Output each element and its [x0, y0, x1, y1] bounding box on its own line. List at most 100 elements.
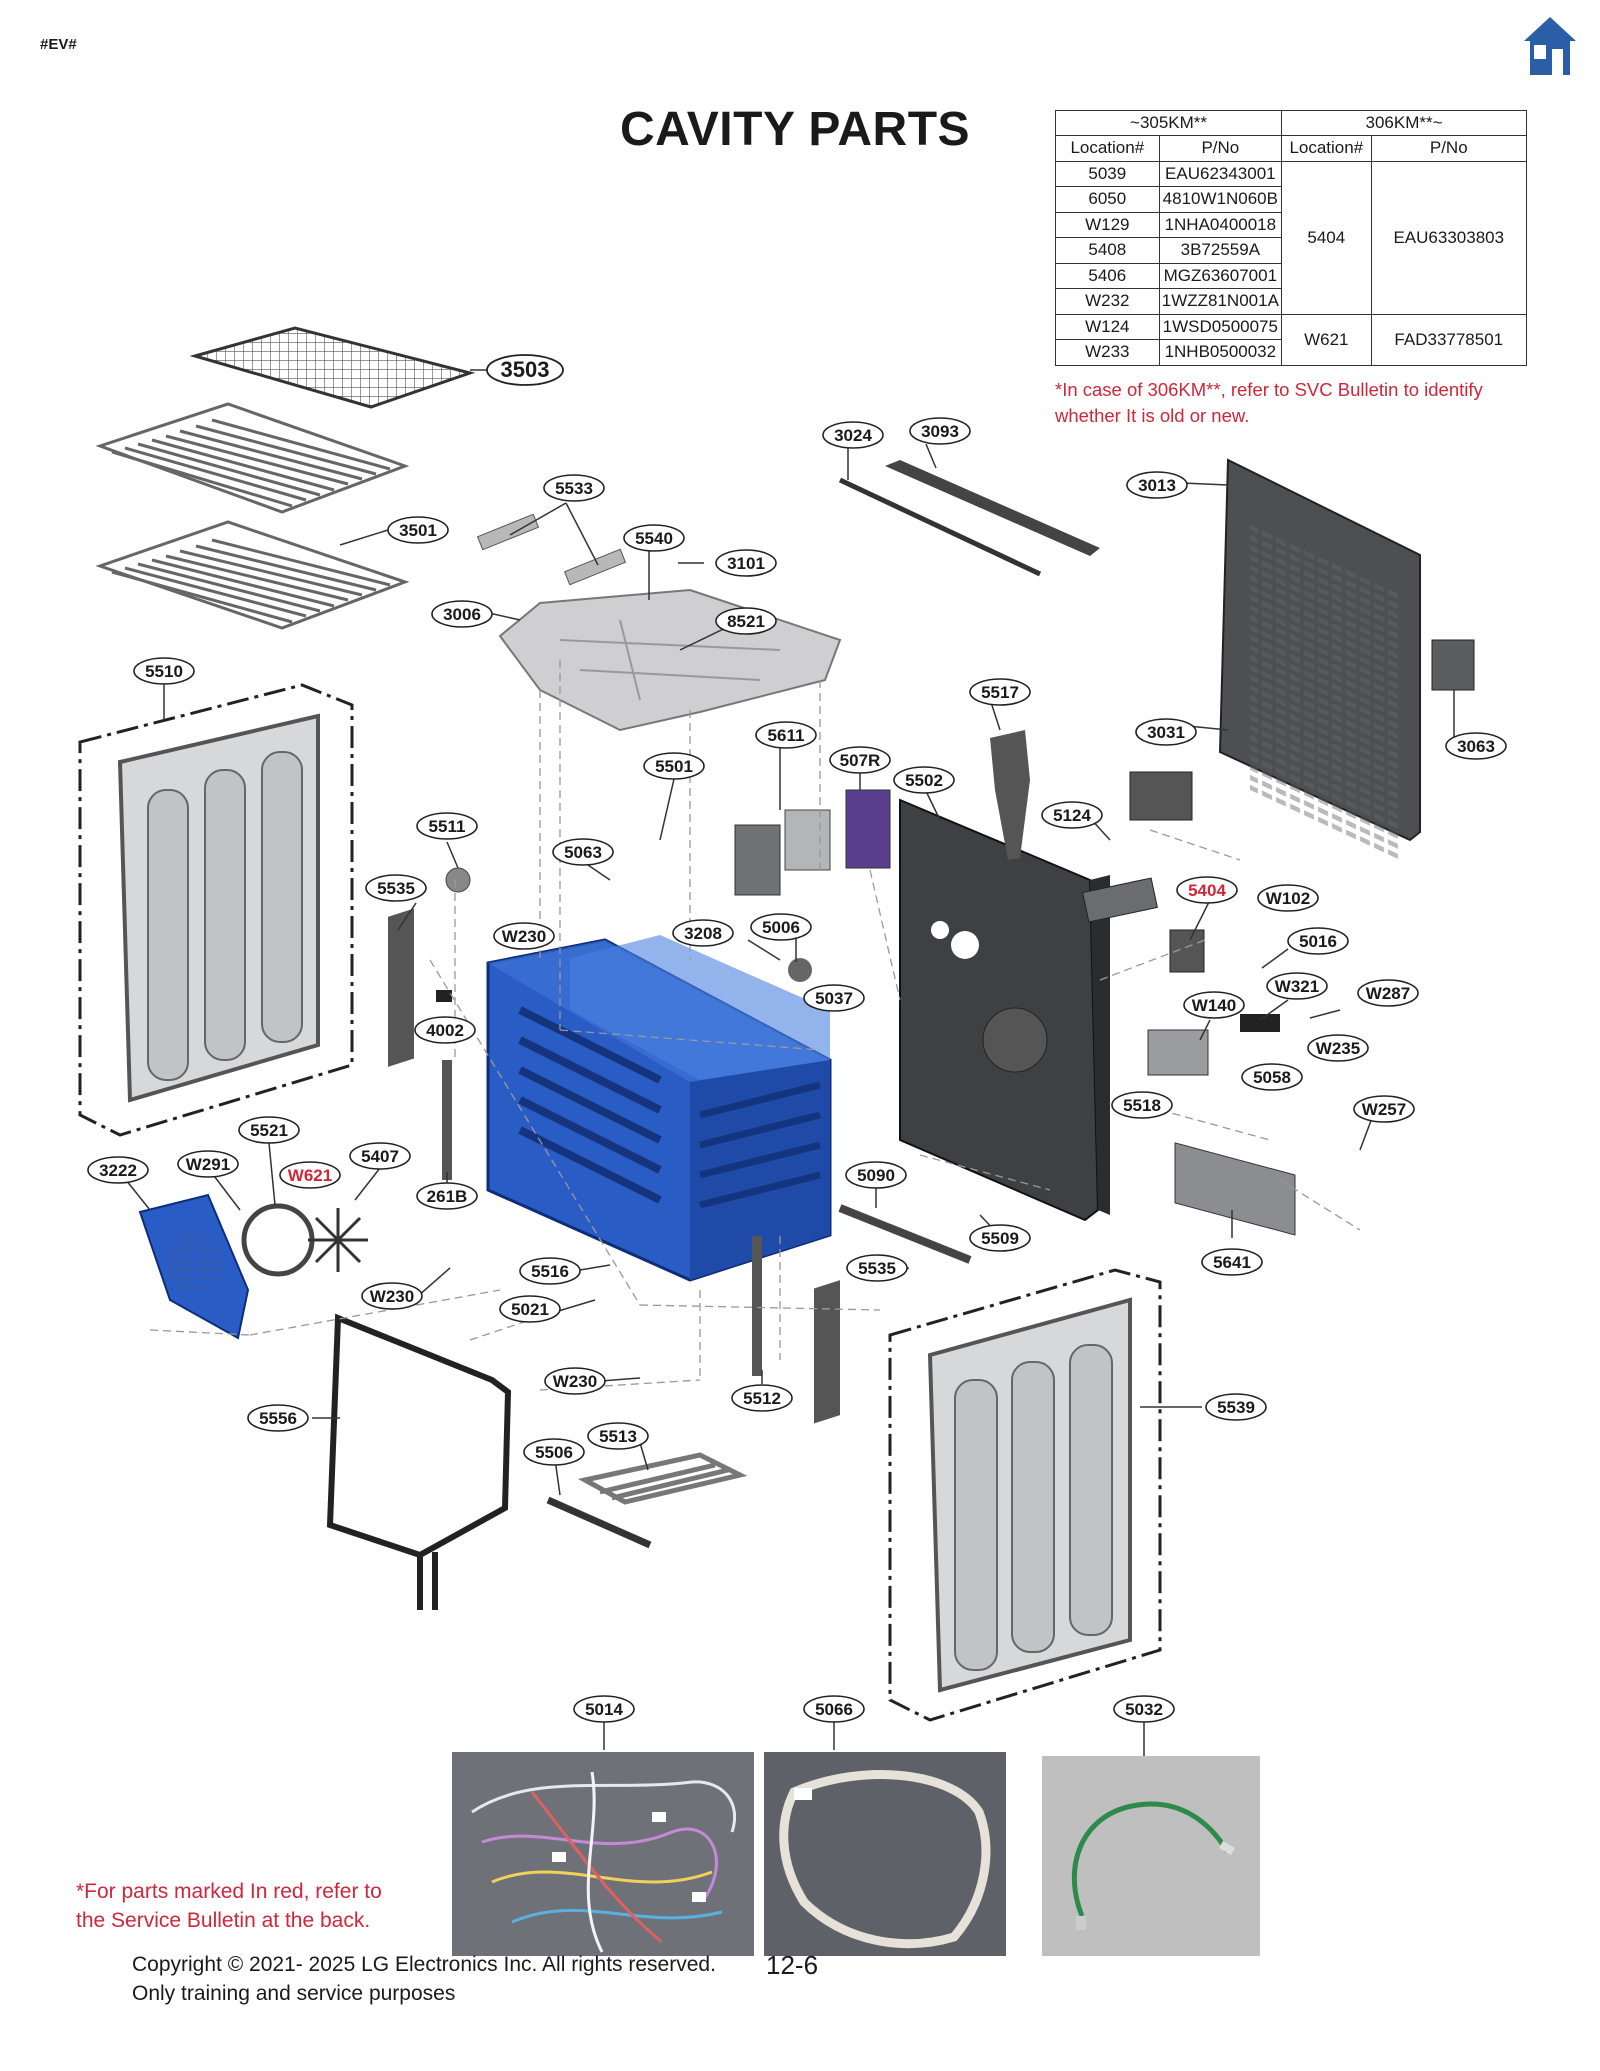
part-label[interactable]: 261B: [416, 1182, 478, 1210]
part-label[interactable]: W102: [1257, 884, 1319, 912]
svg-text:3101: 3101: [727, 554, 765, 573]
part-label[interactable]: 5124: [1041, 801, 1103, 829]
table-cell: 1NHA0400018: [1158, 211, 1283, 238]
part-label[interactable]: W621: [279, 1161, 341, 1189]
svg-text:W140: W140: [1192, 996, 1236, 1015]
svg-text:5016: 5016: [1299, 932, 1337, 951]
part-label[interactable]: 3031: [1135, 718, 1197, 746]
part-label[interactable]: 5090: [845, 1161, 907, 1189]
photo-ground-wire-5032: [1042, 1756, 1260, 1956]
svc-bulletin-note: *In case of 306KM**, refer to SVC Bullet…: [1055, 379, 1483, 426]
part-label[interactable]: 3013: [1126, 471, 1188, 499]
home-icon[interactable]: [1522, 15, 1578, 77]
part-label[interactable]: 5404: [1176, 876, 1238, 904]
blower-5124: [1082, 877, 1158, 923]
part-label[interactable]: 5511: [416, 812, 478, 840]
part-label[interactable]: 3101: [715, 549, 777, 577]
ring-5521: [241, 1203, 315, 1277]
svg-text:5533: 5533: [555, 479, 593, 498]
svg-text:5404: 5404: [1188, 881, 1226, 900]
part-label[interactable]: 5502: [893, 766, 955, 794]
part-label[interactable]: 5509: [969, 1224, 1031, 1252]
part-label[interactable]: 3222: [87, 1156, 149, 1184]
svg-text:W230: W230: [502, 927, 546, 946]
part-label[interactable]: 5014: [573, 1695, 635, 1723]
part-label[interactable]: W230: [493, 922, 555, 950]
duct-5517: [990, 730, 1030, 860]
svg-text:5021: 5021: [511, 1300, 549, 1319]
part-label[interactable]: 5058: [1241, 1063, 1303, 1091]
part-label[interactable]: 5535: [365, 874, 427, 902]
svg-text:W621: W621: [288, 1166, 332, 1185]
part-label[interactable]: 3208: [672, 919, 734, 947]
part-label[interactable]: 3503: [486, 354, 564, 386]
part-label[interactable]: 5518: [1111, 1091, 1173, 1119]
part-label[interactable]: 3063: [1445, 732, 1507, 760]
svg-text:3503: 3503: [501, 357, 550, 382]
part-label[interactable]: 5407: [349, 1142, 411, 1170]
part-label[interactable]: 5506: [523, 1438, 585, 1466]
part-label[interactable]: 5021: [499, 1295, 561, 1323]
fan-motor-5124: [1129, 771, 1193, 821]
part-label[interactable]: 5513: [587, 1422, 649, 1450]
part-label[interactable]: 4002: [414, 1016, 476, 1044]
part-label[interactable]: 5517: [969, 678, 1031, 706]
part-label[interactable]: 5512: [731, 1384, 793, 1412]
table-cell: 5404: [1281, 160, 1372, 315]
table-cell: 1WSD0500075: [1158, 313, 1283, 340]
part-label[interactable]: 5535: [846, 1254, 908, 1282]
part-label[interactable]: 5521: [238, 1116, 300, 1144]
part-label[interactable]: 5063: [552, 838, 614, 866]
table-cell: W621: [1281, 313, 1372, 366]
part-label[interactable]: W257: [1353, 1095, 1415, 1123]
table-group-305: ~305KM**: [1054, 110, 1283, 136]
part-label[interactable]: W230: [544, 1367, 606, 1395]
part-label[interactable]: W287: [1357, 979, 1419, 1007]
rail-3024: [838, 477, 1042, 577]
bracket-5533: [476, 513, 540, 551]
svg-text:W291: W291: [186, 1155, 230, 1174]
part-label[interactable]: W235: [1307, 1034, 1369, 1062]
part-label[interactable]: 3006: [431, 600, 493, 628]
part-labels: 3503 3501 5533 5540 3101 3006 8521 3024 …: [87, 354, 1507, 1723]
part-label[interactable]: 5540: [623, 524, 685, 552]
table-cell: FAD33778501: [1370, 313, 1528, 366]
part-label[interactable]: 5066: [803, 1695, 865, 1723]
part-label[interactable]: W321: [1266, 972, 1328, 1000]
tray-3503: [189, 326, 476, 409]
part-label[interactable]: 5510: [133, 657, 195, 685]
part-label[interactable]: 3093: [909, 417, 971, 445]
svg-text:8521: 8521: [727, 612, 765, 631]
part-label[interactable]: 5016: [1287, 927, 1349, 955]
table-cell: 1NHB0500032: [1158, 339, 1283, 366]
fan-cover-3222: [138, 1193, 250, 1340]
table-cell: 6050: [1055, 186, 1160, 213]
part-label[interactable]: 8521: [715, 607, 777, 635]
table-cell: MGZ63607001: [1158, 262, 1283, 289]
part-label[interactable]: W230: [361, 1282, 423, 1310]
part-label[interactable]: 507R: [829, 746, 891, 774]
broil-element-5513: [577, 1452, 748, 1505]
red-parts-note: *For parts marked In red, refer to the S…: [76, 1880, 382, 1932]
part-label[interactable]: W291: [177, 1150, 239, 1178]
table-cell: 5408: [1055, 237, 1160, 264]
part-label[interactable]: 5032: [1113, 1695, 1175, 1723]
svg-text:5407: 5407: [361, 1147, 399, 1166]
part-label[interactable]: 5556: [247, 1404, 309, 1432]
bracket-5506: [546, 1496, 652, 1549]
svg-text:5535: 5535: [377, 879, 415, 898]
part-label[interactable]: 5516: [519, 1257, 581, 1285]
part-label[interactable]: 5533: [543, 474, 605, 502]
copyright: Copyright © 2021- 2025 LG Electronics In…: [132, 1953, 716, 2005]
part-label[interactable]: 3501: [387, 516, 449, 544]
part-label[interactable]: 5501: [643, 752, 705, 780]
table-cell: 4810W1N060B: [1158, 186, 1283, 213]
part-label[interactable]: W140: [1183, 991, 1245, 1019]
part-label[interactable]: 5611: [755, 721, 817, 749]
svg-text:5509: 5509: [981, 1229, 1019, 1248]
part-label[interactable]: 3024: [822, 421, 884, 449]
part-label[interactable]: 5037: [803, 984, 865, 1012]
part-label[interactable]: 5006: [750, 913, 812, 941]
part-label[interactable]: 5539: [1205, 1393, 1267, 1421]
part-label[interactable]: 5641: [1201, 1248, 1263, 1276]
